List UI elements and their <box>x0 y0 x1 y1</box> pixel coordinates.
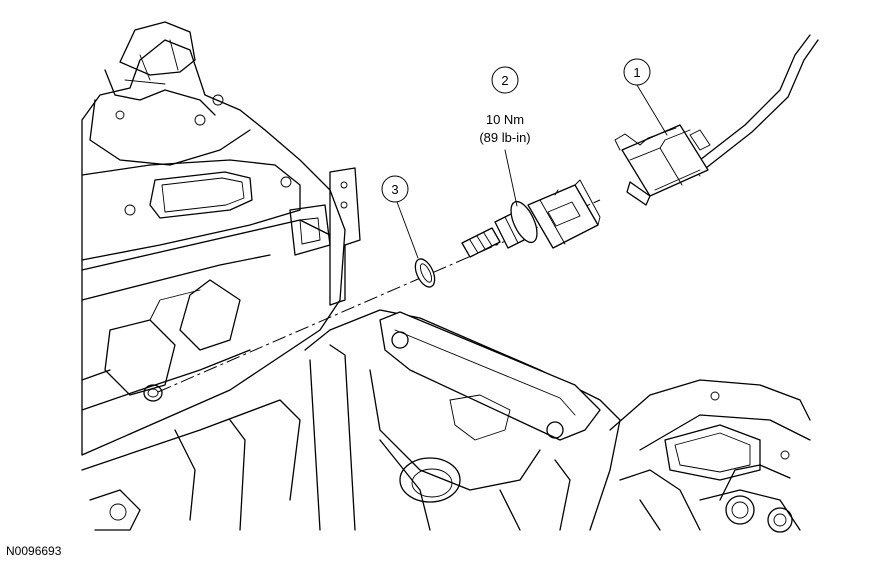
cylinder-head <box>81 21 361 531</box>
figure-id: N0096693 <box>6 544 62 558</box>
coolant-temperature-sensor <box>461 179 601 258</box>
callout-leader-2 <box>504 149 518 207</box>
callout-leader-1 <box>636 84 668 136</box>
callout-1: 1 <box>623 58 651 86</box>
callout-2-number: 2 <box>501 73 508 88</box>
torque-spec-imperial: (89 lb-in) <box>479 130 530 145</box>
callout-3: 3 <box>381 175 409 203</box>
intake-manifold <box>609 379 811 533</box>
plenum <box>304 309 621 531</box>
callout-leader-3 <box>396 201 419 259</box>
electrical-connector <box>614 34 819 206</box>
callout-3-number: 3 <box>391 182 398 197</box>
torque-spec-metric: 10 Nm <box>486 112 524 127</box>
sealing-washer <box>414 258 436 288</box>
callout-2: 2 10 Nm (89 lb-in) <box>479 66 531 145</box>
callout-1-number: 1 <box>633 65 640 80</box>
